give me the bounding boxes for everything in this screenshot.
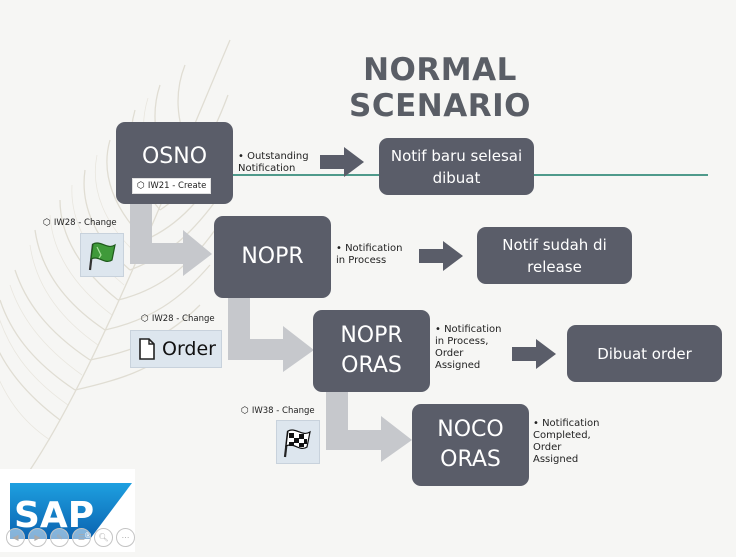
transaction-iw28-change-1[interactable]: ⬡IW28 - Change [43,217,117,229]
pen-icon[interactable]: ✎ [50,528,69,547]
note-noco-oras: Notification Completed, Order Assigned [533,418,599,466]
result-arrow-3 [512,339,556,369]
order-button[interactable]: Order [130,330,222,368]
transaction-label: IW28 - Change [151,314,215,324]
transaction-label: IW28 - Change [53,218,117,228]
flow-arrow-nopr-oras-noco-oras [326,388,412,462]
state-box-nopr-oras: NOPR ORAS [313,310,430,392]
more-icon[interactable]: ⋯ [116,528,135,547]
state-label-noco-oras: NOCO ORAS [437,417,504,472]
state-label-nopr: NOPR [241,244,304,269]
green-flag-icon [88,242,116,271]
state-label-nopr-oras: NOPR ORAS [340,323,403,378]
previous-icon[interactable]: ◀ [6,528,25,547]
cube-icon: ⬡ [43,218,51,228]
note-nopr-oras: Notification in Process, Order Assigned [435,324,501,372]
cube-icon: ⬡ [241,406,249,416]
play-icon[interactable]: ▶ [28,528,47,547]
checkered-flag-button[interactable] [276,420,320,464]
result-box-dibuat-order: Dibuat order [567,325,722,382]
result-box-notif-baru: Notif baru selesai dibuat [379,138,534,195]
result-text-1: Notif baru selesai dibuat [390,146,523,187]
note-osno: Outstanding Notification [238,151,309,175]
green-flag-button[interactable] [80,233,124,277]
slideshow-nav: ◀ ▶ ✎ ☰ 🔍︎ ⋯ [6,528,135,547]
state-box-noco-oras: NOCO ORAS [412,404,529,486]
flow-arrow-osno-nopr [130,196,212,276]
flow-arrow-nopr-nopr-oras [228,296,314,372]
transaction-iw38-change[interactable]: ⬡IW38 - Change [241,405,315,417]
zoom-icon[interactable]: 🔍︎ [94,528,113,547]
state-box-nopr: NOPR [214,216,331,298]
result-arrow-1 [320,147,364,177]
document-icon [139,338,155,360]
cube-icon: ⬡ [137,181,145,191]
checkered-flag-icon [283,429,311,458]
transaction-label: IW21 - Create [147,181,207,191]
result-text-2: Notif sudah di release [502,235,607,276]
result-box-notif-release: Notif sudah di release [477,227,632,284]
slide-title: NORMAL SCENARIO [349,52,531,124]
transaction-iw28-change-2[interactable]: ⬡IW28 - Change [141,313,215,325]
transaction-label: IW38 - Change [251,406,315,416]
result-arrow-2 [419,241,463,271]
transaction-iw21-create[interactable]: ⬡IW21 - Create [132,178,212,194]
result-text-3: Dibuat order [597,344,692,363]
state-label-osno: OSNO [141,144,208,169]
note-nopr: Notification in Process [336,243,402,267]
order-button-label: Order [162,338,216,360]
cube-icon: ⬡ [141,314,149,324]
menu-icon[interactable]: ☰ [72,528,91,547]
